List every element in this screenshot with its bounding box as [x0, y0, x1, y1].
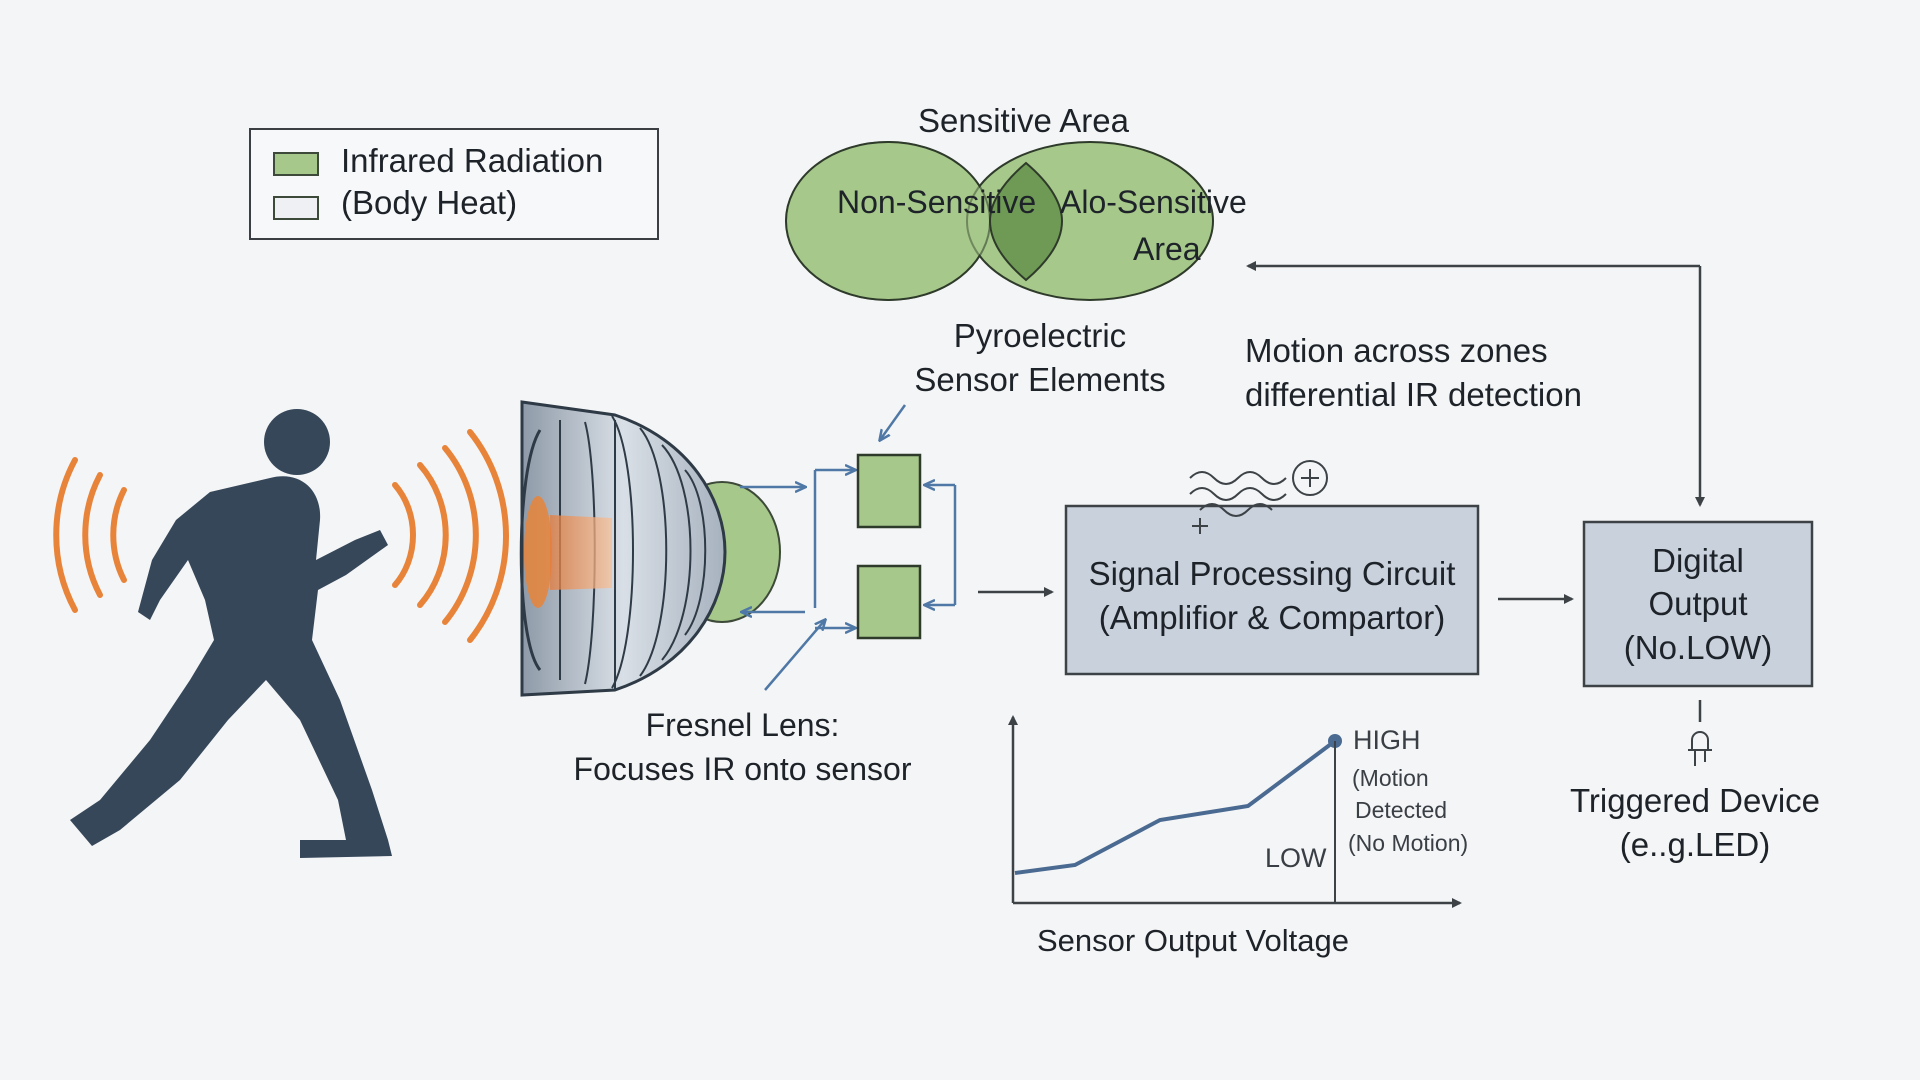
legend-label-body-heat: (Body Heat) [341, 184, 518, 221]
triggered-device-label: Triggered Device (e..g.LED) [1545, 780, 1845, 866]
fresnel-lens-label: Fresnel Lens: Focuses IR onto sensor [540, 705, 945, 789]
fresnel-lens-icon [519, 400, 781, 697]
sensor-element-bottom [856, 564, 922, 640]
walking-person-icon [70, 409, 392, 858]
graph-title: Sensor Output Voltage [1037, 923, 1349, 958]
voltage-trace [1014, 739, 1337, 875]
legend-swatch-body-heat [273, 196, 319, 220]
voltage-graph [1008, 715, 1462, 908]
signal-processing-box [1064, 504, 1480, 676]
pyroelectric-line2: Sensor Elements [914, 361, 1166, 399]
motion-note: Motion across zones differential IR dete… [1245, 330, 1582, 416]
legend: Infrared Radiation (Body Heat) [249, 128, 659, 240]
legend-label-ir: Infrared Radiation [341, 142, 604, 179]
led-icon [1688, 731, 1712, 766]
alo-sensitive-label: Alo-Sensitive [1060, 184, 1247, 220]
pyroelectric-label: Pyroelectric Sensor Elements [900, 315, 1180, 401]
ir-focus-arrows [740, 404, 957, 691]
digital-output-line2: Output [1648, 585, 1748, 623]
motion-note-line2: differential IR detection [1245, 376, 1582, 414]
ir-waves-right-icon [392, 429, 510, 643]
graph-high-note-2: Detected [1355, 797, 1448, 823]
digital-output-line3: (No.LOW) [1623, 628, 1773, 666]
graph-low-note: (No Motion) [1348, 830, 1469, 856]
signal-processing-line1: Signal Processing Circuit [1088, 555, 1456, 592]
sensitive-area-title: Sensitive Area [918, 102, 1129, 139]
ir-waves-left-icon [53, 457, 127, 613]
alo-sensitive-area-label: Area [1133, 231, 1201, 267]
fresnel-line2: Focuses IR onto sensor [573, 751, 912, 787]
digital-output-label: Digital Output (No.LOW) [1584, 540, 1812, 668]
graph-low-label: LOW [1265, 843, 1327, 873]
motion-note-line1: Motion across zones [1245, 332, 1548, 369]
feedback-arrow [1246, 261, 1705, 507]
legend-swatch-ir [273, 152, 319, 176]
digital-output-box [1582, 520, 1814, 688]
signal-wave-icon [1189, 460, 1328, 534]
graph-high-note-1: (Motion [1352, 765, 1429, 791]
triggered-device-line1: Triggered Device [1569, 782, 1821, 819]
triggered-device-line2: (e..g.LED) [1619, 826, 1771, 864]
signal-processing-line2: (Amplifior & Compartor) [1098, 599, 1446, 637]
graph-high-label: HIGH [1353, 725, 1421, 755]
sensitive-area-icon [785, 141, 1214, 301]
digital-output-line1: Digital [1652, 542, 1744, 579]
non-sensitive-label: Non-Sensitive [837, 184, 1037, 220]
pyroelectric-line1: Pyroelectric [953, 317, 1127, 354]
fresnel-line1: Fresnel Lens: [645, 707, 840, 743]
sensor-element-top [856, 453, 922, 529]
signal-processing-label: Signal Processing Circuit (Amplifior & C… [1066, 553, 1478, 639]
